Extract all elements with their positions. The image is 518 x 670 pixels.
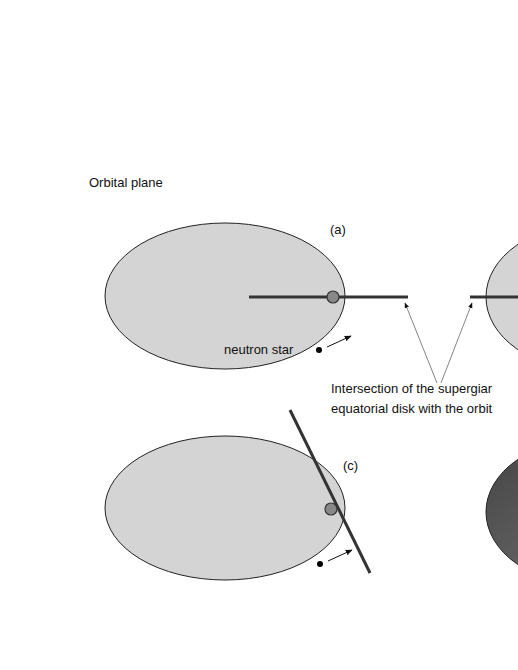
disk-intersection [290,410,370,573]
neutron-star-dot [316,347,322,353]
supergiant [325,503,337,515]
motion-arrow [328,550,352,561]
figure-heading: Orbital plane [89,175,163,190]
leader-line [441,303,472,383]
callout-text: Intersection of the supergiar [331,381,492,396]
disk-intersection [470,296,518,299]
dark-disk [486,439,518,585]
panel-letter: (a) [330,222,346,237]
neutron-star-dot [317,561,323,567]
panel-letter: (c) [343,458,358,473]
supergiant [327,291,339,303]
orbital-plane [105,436,345,580]
object-label: neutron star [224,342,293,357]
leader-line [405,303,437,383]
motion-arrow [327,336,351,347]
callout-text: equatorial disk with the orbit [331,401,492,416]
